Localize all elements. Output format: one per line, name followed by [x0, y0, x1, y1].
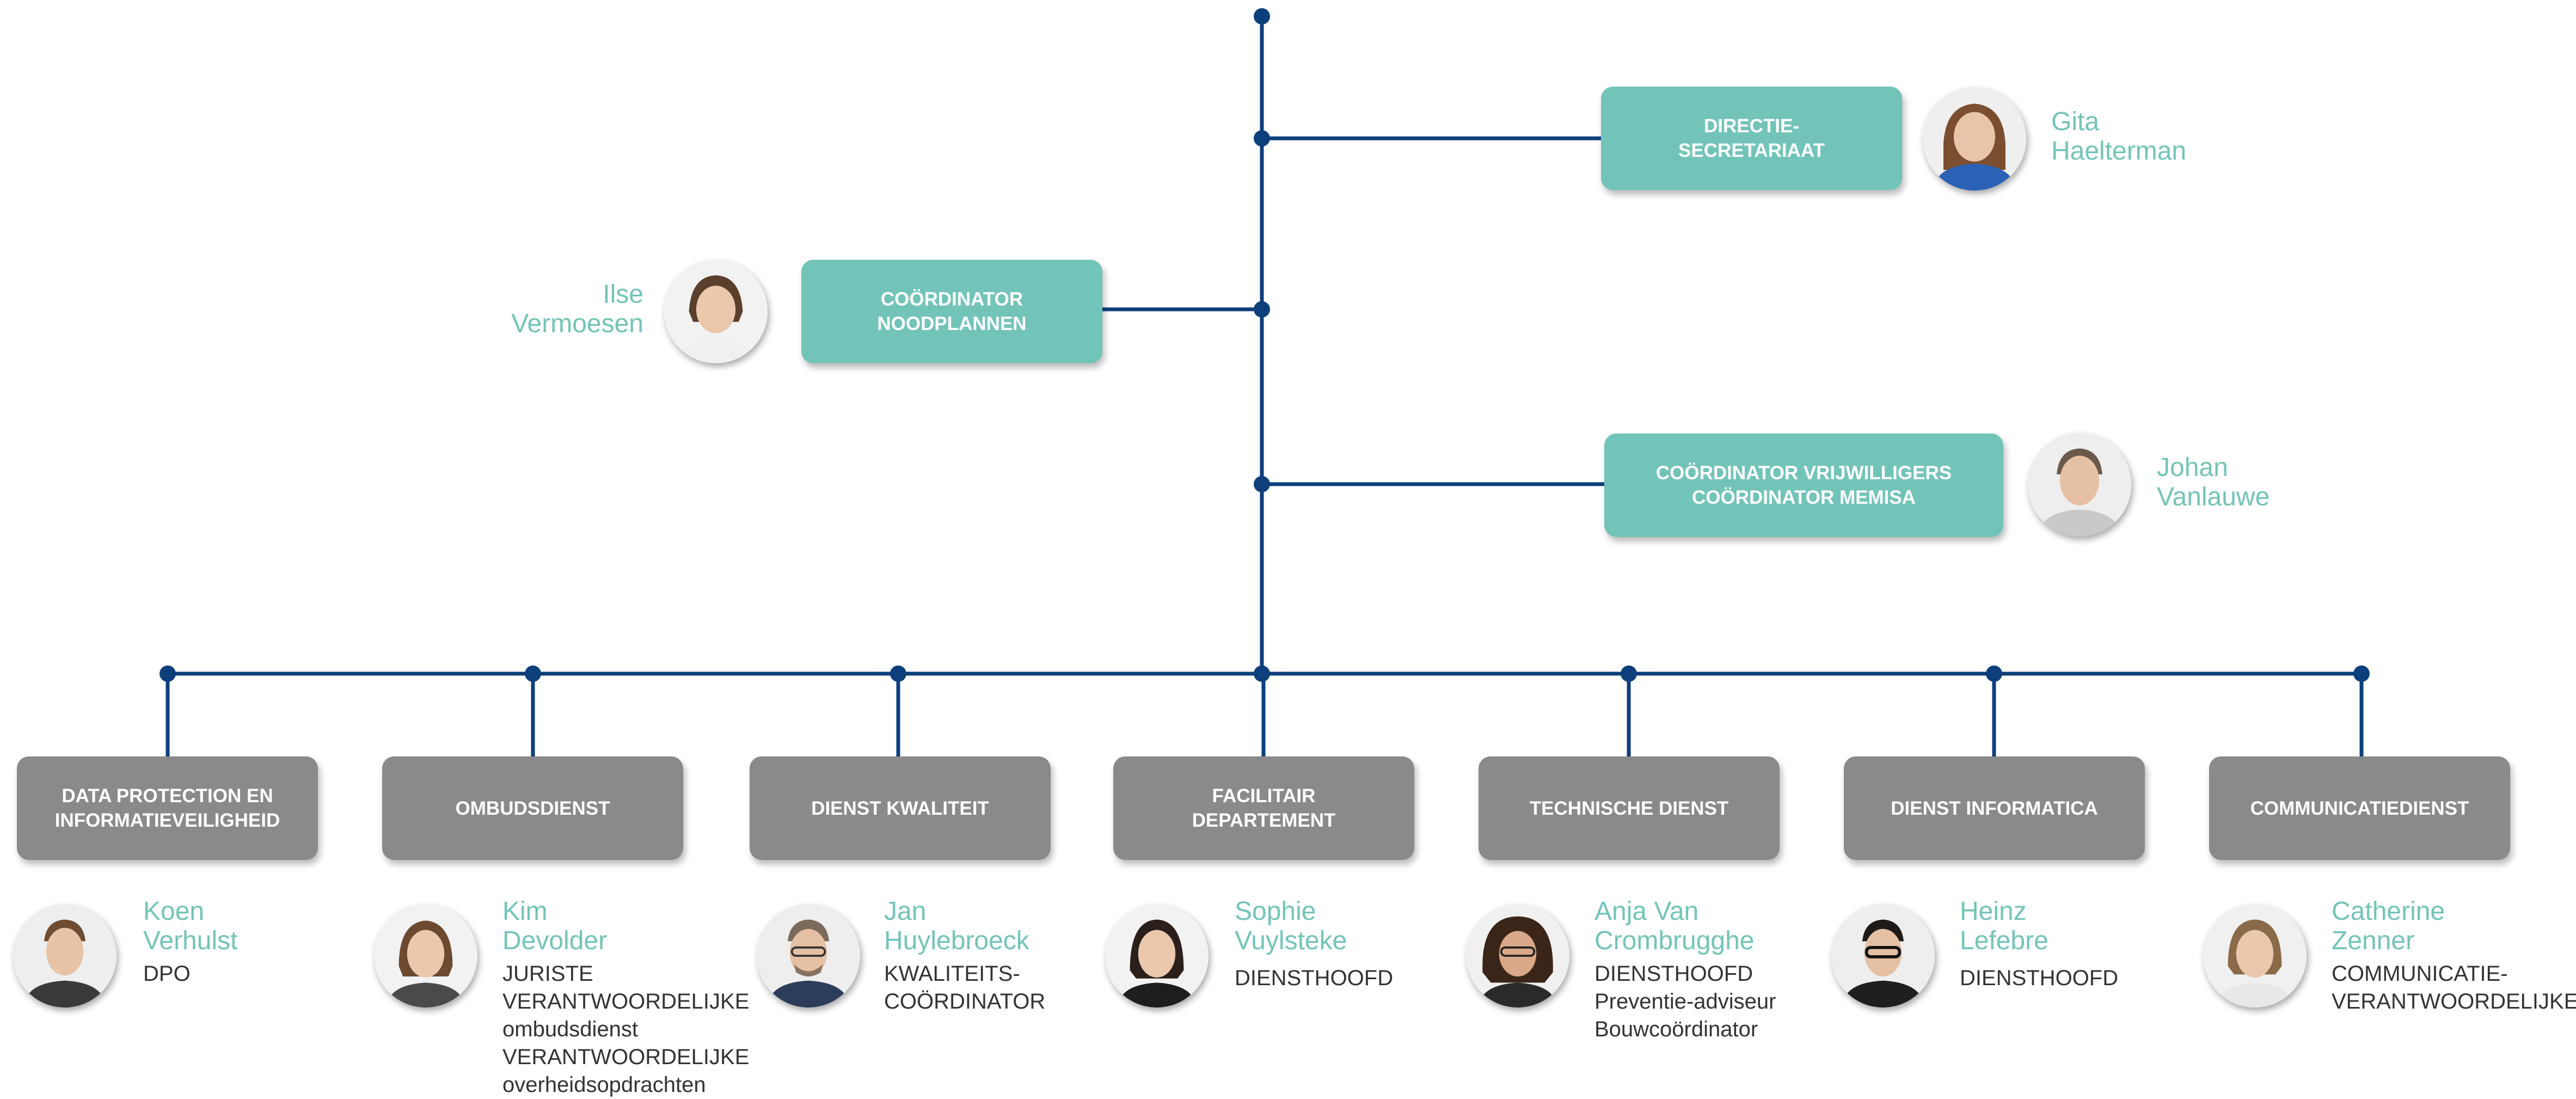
person-role: KWALITEITS- COÖRDINATOR — [884, 962, 1046, 1013]
person-name: Koen Verhulst — [143, 897, 238, 955]
person-role: DIENSTHOOFD — [1960, 966, 2119, 990]
department-box: FACILITAIR DEPARTEMENT — [1113, 756, 1414, 860]
department-box: DIENST INFORMATICA — [1844, 756, 2145, 860]
person-name: Jan Huylebroeck — [884, 897, 1029, 955]
person-name: Gita Haelterman — [2051, 107, 2187, 166]
box-coordinator-noodplannen: COÖRDINATOR NOODPLANNEN — [801, 260, 1102, 363]
person-photo-icon — [2028, 433, 2131, 536]
department-box: OMBUDSDIENST — [382, 756, 683, 860]
department-box: DATA PROTECTION EN INFORMATIEVEILIGHEID — [17, 756, 318, 860]
person-name: Sophie Vuylsteke — [1235, 897, 1347, 955]
department-box: COMMUNICATIEDIENST — [2209, 756, 2510, 860]
person-photo-icon — [1466, 904, 1569, 1008]
person-name: Heinz Lefebre — [1960, 897, 2048, 955]
person-photo-icon — [1105, 904, 1209, 1008]
person-photo-icon — [13, 904, 116, 1008]
person-photo-icon — [2203, 904, 2307, 1008]
person-role: DIENSTHOOFD Preventie-adviseur Bouwcoörd… — [1594, 962, 1776, 1041]
person-photo-icon — [1923, 87, 2026, 191]
person-photo-icon — [374, 904, 477, 1008]
person-photo-icon — [664, 260, 768, 363]
person-role: JURISTE VERANTWOORDELIJKE ombudsdienst V… — [502, 962, 750, 1097]
person-role: DPO — [143, 962, 191, 986]
person-name: Ilse Vermoesen — [511, 280, 643, 338]
person-name: Johan Vanlauwe — [2157, 453, 2270, 511]
person-name: Kim Devolder — [502, 897, 608, 955]
person-photo-icon — [757, 904, 860, 1008]
person-photo-icon — [1831, 904, 1935, 1008]
box-directie-secretariaat: DIRECTIE- SECRETARIAAT — [1601, 87, 1902, 190]
box-coordinator-vrijwilligers: COÖRDINATOR VRIJWILLIGERS COÖRDINATOR ME… — [1604, 434, 2003, 537]
person-name: Catherine Zenner — [2332, 897, 2445, 955]
person-role: COMMUNICATIE- VERANTWOORDELIJKE — [2332, 962, 2576, 1013]
person-name: Anja Van Crombrugghe — [1594, 897, 1755, 955]
department-box: DIENST KWALITEIT — [750, 756, 1051, 860]
person-role: DIENSTHOOFD — [1235, 966, 1394, 990]
department-box: TECHNISCHE DIENST — [1479, 756, 1780, 860]
